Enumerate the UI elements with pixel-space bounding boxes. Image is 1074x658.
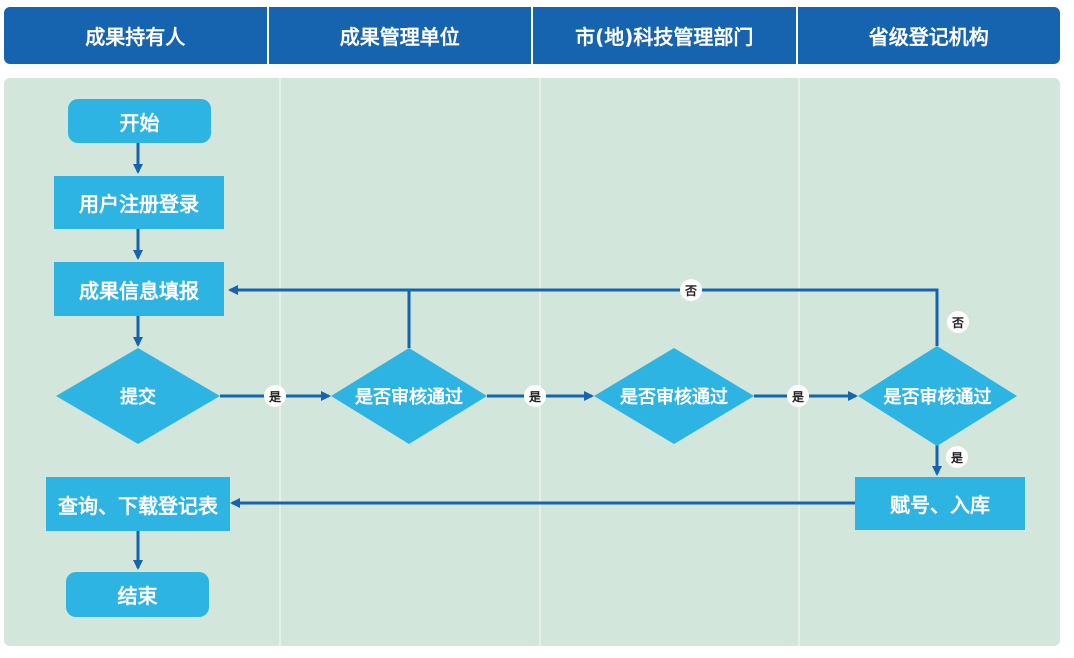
- badge-submit-yes: 是: [264, 385, 286, 407]
- lane-divider: [798, 78, 800, 646]
- node-start: 开始: [68, 99, 211, 143]
- lane-divider: [539, 78, 541, 646]
- badge-review3-yes: 是: [946, 446, 968, 468]
- badge-reject-right: 否: [947, 311, 969, 333]
- node-register: 用户注册登录: [54, 176, 224, 229]
- arrow-reject-loop: [228, 285, 939, 346]
- node-fill: 成果信息填报: [54, 262, 224, 316]
- node-review2-label: 是否审核通过: [620, 387, 728, 408]
- node-assign: 赋号、入库: [855, 477, 1025, 530]
- node-submit-label: 提交: [120, 387, 156, 408]
- lane-title-holder: 成果持有人: [4, 7, 269, 64]
- node-query: 查询、下载登记表: [46, 477, 230, 531]
- lane-title-manager: 成果管理单位: [269, 7, 533, 64]
- swimlane-body: [4, 78, 1060, 646]
- diamond-review1: [331, 348, 487, 444]
- node-review1-label: 是否审核通过: [355, 387, 463, 408]
- lane-title-city: 市(地)科技管理部门: [533, 7, 798, 64]
- lane-divider: [279, 78, 281, 646]
- lane-title-province: 省级登记机构: [868, 25, 989, 49]
- diamond-review2: [594, 348, 754, 444]
- node-review3-label: 是否审核通过: [883, 387, 992, 408]
- diamond-review3: [858, 346, 1017, 446]
- lane-header: 成果持有人 成果管理单位 市(地)科技管理部门 省级登记机构: [4, 7, 1060, 64]
- diamond-submit: [56, 348, 220, 444]
- badge-reject-top: 否: [680, 279, 702, 301]
- node-end: 结束: [66, 572, 209, 617]
- badge-review2-yes: 是: [787, 385, 809, 407]
- badge-review1-yes: 是: [524, 385, 546, 407]
